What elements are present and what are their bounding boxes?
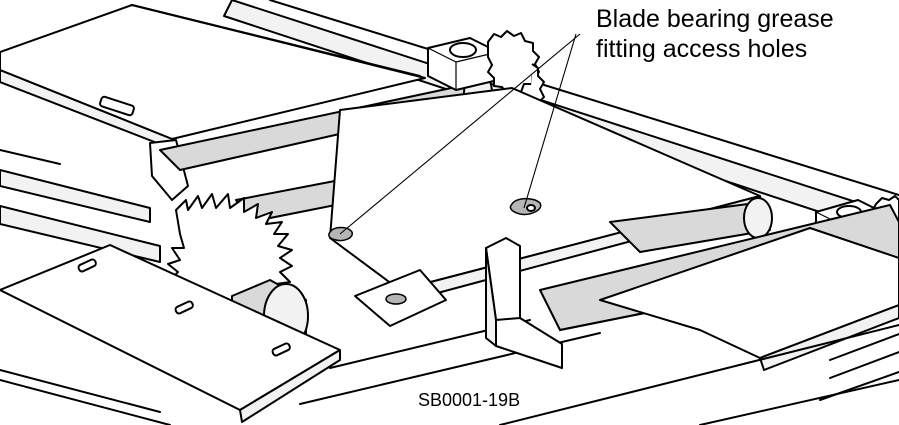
callout-line-1: Blade bearing grease [596,5,834,33]
callout-label: Blade bearing grease fitting access hole… [596,4,834,64]
bearing-cap-plate [354,269,447,327]
callout-leaders [339,33,581,235]
callout-line-2: fitting access holes [596,35,808,63]
bearing-block-top [427,37,499,91]
grease-access-hole-upper [509,197,542,216]
left-frame-rails [0,149,161,413]
lower-left-table [0,244,341,425]
drawing-number: SB0001-19B [418,390,521,410]
right-infeed-table [599,227,899,401]
guide-post [485,237,563,369]
